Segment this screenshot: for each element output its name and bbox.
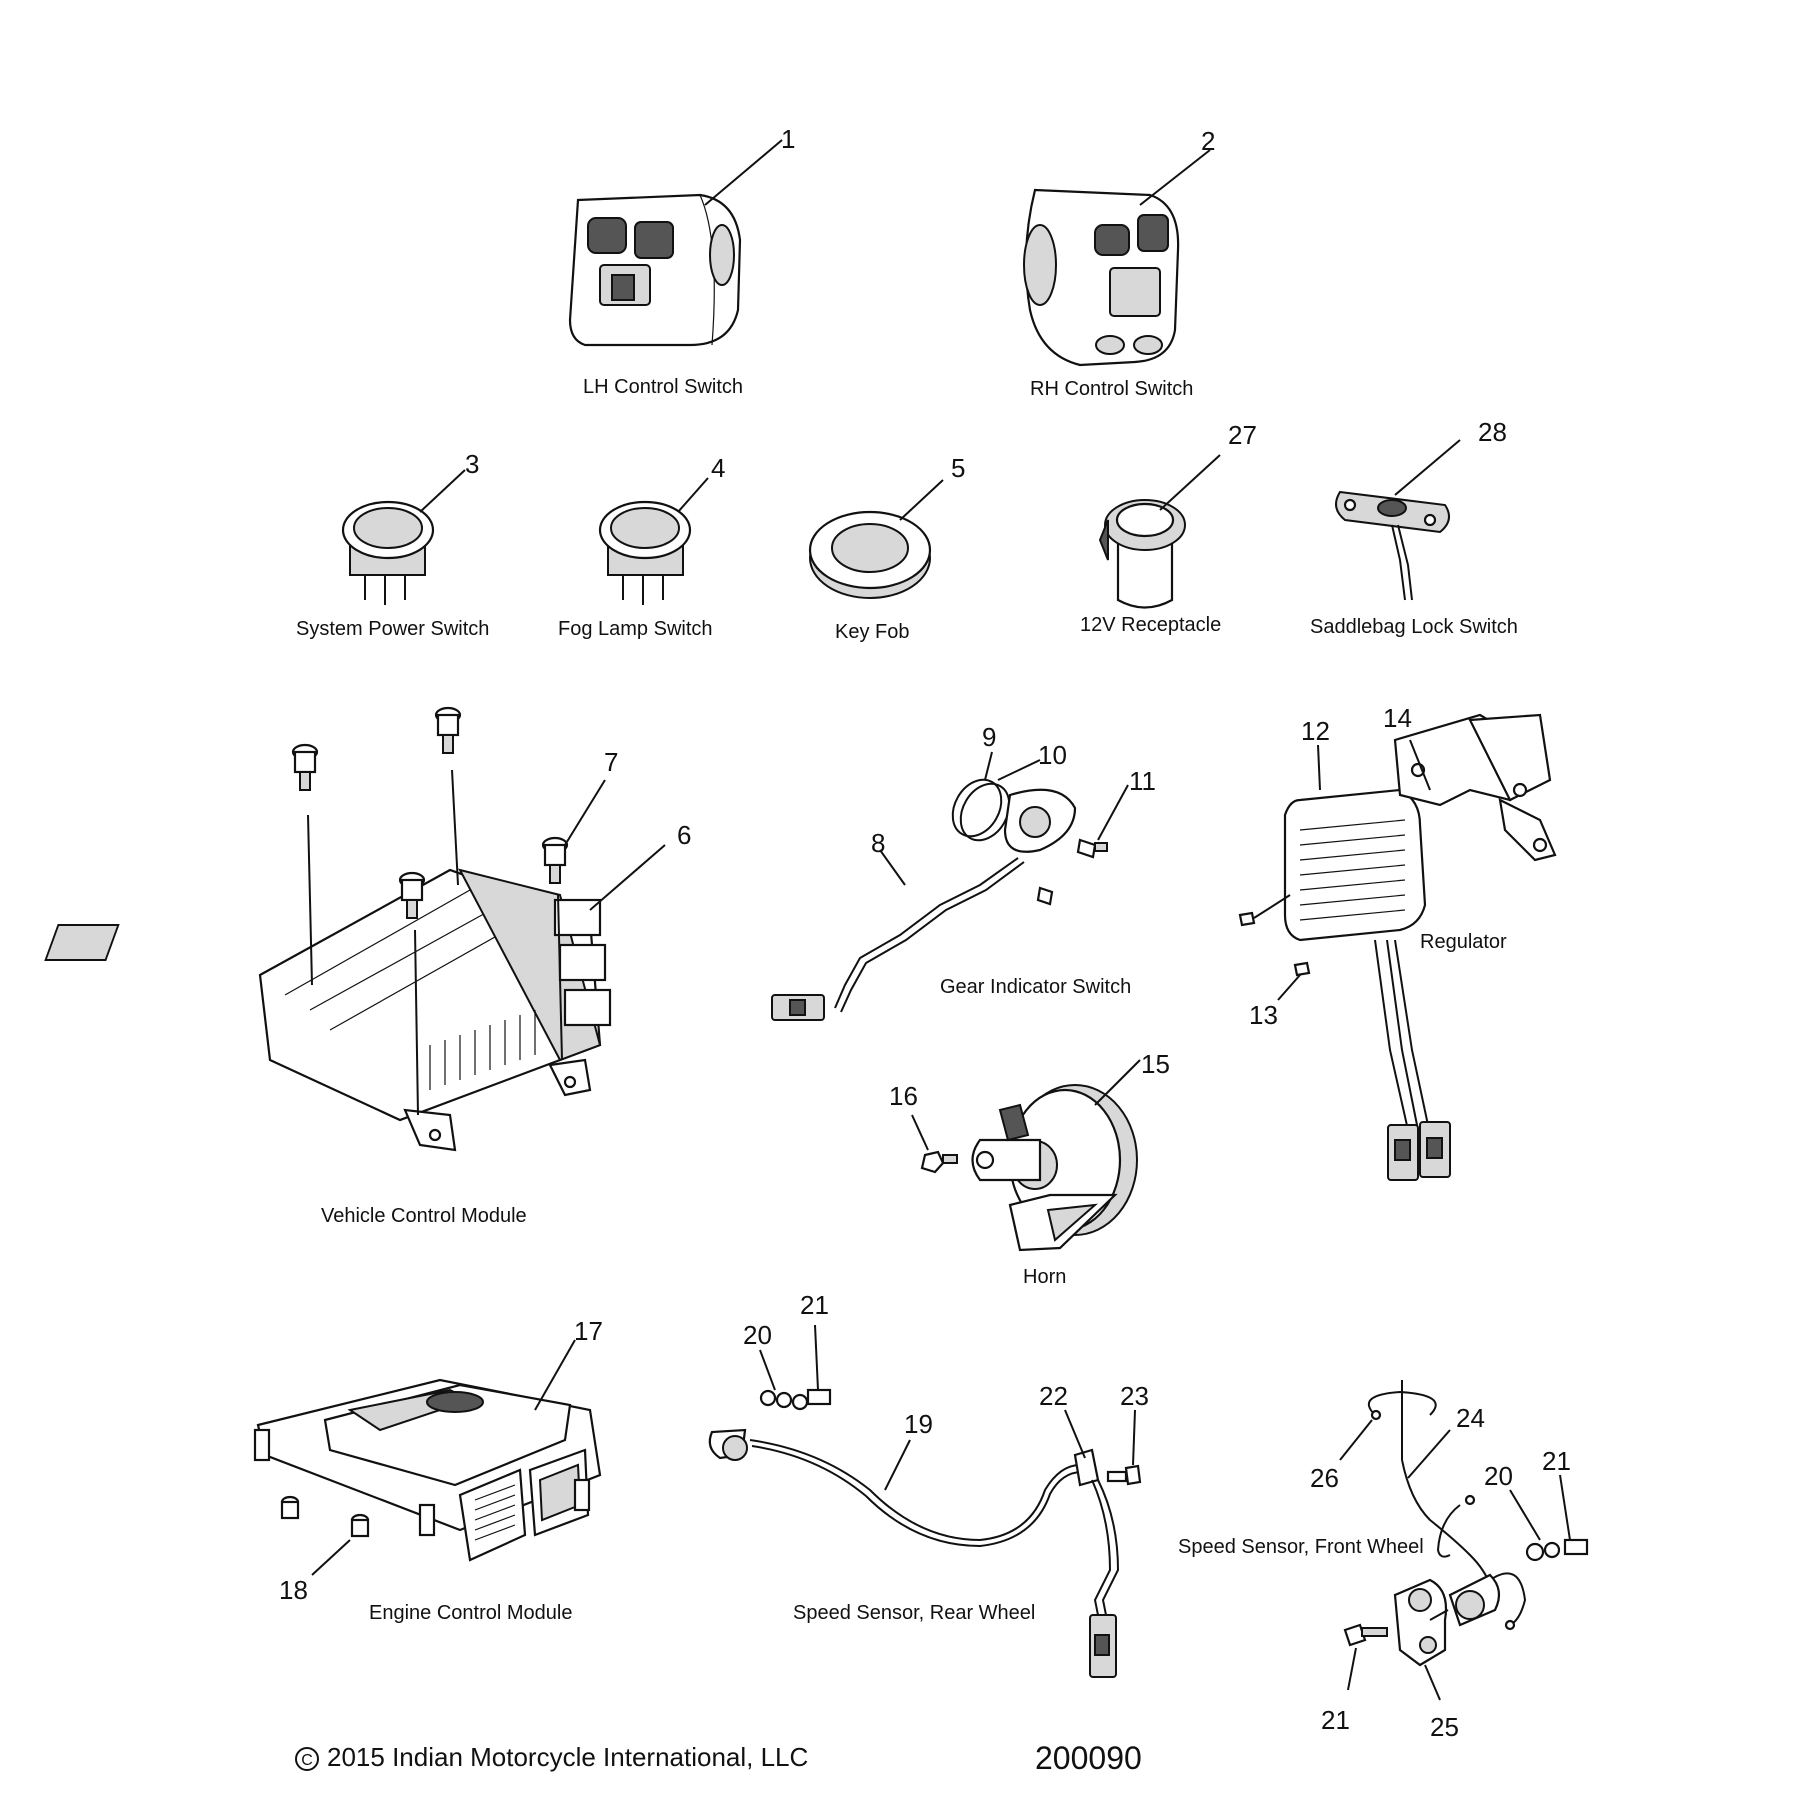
system-power-switch-drawing	[341, 469, 466, 605]
callout-8: 8	[871, 828, 886, 858]
callout-3: 3	[465, 449, 480, 479]
horn-drawing	[911, 1059, 1141, 1252]
callout-13: 13	[1249, 1000, 1278, 1030]
speed-sensor-rear-drawing	[708, 1324, 1142, 1678]
callout-7: 7	[604, 747, 619, 777]
vcm-bolt-4	[541, 836, 569, 884]
label-regulator: Regulator	[1420, 931, 1507, 953]
key-fob-drawing	[808, 479, 944, 599]
callout-20-rear: 20	[743, 1320, 772, 1350]
callout-9: 9	[982, 722, 997, 752]
callout-12: 12	[1301, 716, 1330, 746]
label-horn: Horn	[1023, 1266, 1067, 1288]
gear-indicator-switch-drawing	[771, 751, 1129, 1021]
callout-28: 28	[1478, 417, 1507, 447]
callout-21-rear: 21	[800, 1290, 829, 1320]
label-lh-control-switch: LH Control Switch	[583, 376, 744, 398]
label-engine-control-module: Engine Control Module	[369, 1602, 573, 1624]
label-12v-receptacle: 12V Receptacle	[1080, 614, 1222, 636]
callout-10: 10	[1038, 740, 1067, 770]
vcm-bolt-1	[291, 743, 319, 791]
callout-14: 14	[1383, 703, 1412, 733]
callout-25: 25	[1430, 1712, 1459, 1742]
label-vehicle-control-module: Vehicle Control Module	[321, 1205, 527, 1227]
label-system-power-switch: System Power Switch	[296, 618, 490, 640]
label-key-fob: Key Fob	[835, 621, 910, 643]
callout-2: 2	[1201, 126, 1216, 156]
callout-4: 4	[711, 453, 726, 483]
ecm-screw-1	[280, 1495, 300, 1520]
speed-sensor-front-drawing	[1339, 1380, 1589, 1701]
callout-26: 26	[1310, 1463, 1339, 1493]
callout-15: 15	[1141, 1049, 1170, 1079]
ecm-screw-2	[350, 1513, 370, 1538]
callout-27: 27	[1228, 420, 1257, 450]
label-fog-lamp-switch: Fog Lamp Switch	[558, 618, 713, 640]
callout-19: 19	[904, 1409, 933, 1439]
regulator-drawing	[1238, 713, 1557, 1181]
label-rh-control-switch: RH Control Switch	[1030, 378, 1194, 400]
vcm-bolt-2	[434, 706, 462, 754]
callout-6: 6	[677, 820, 692, 850]
vcm-bolt-3	[398, 871, 426, 919]
copyright-notice: C 2015 Indian Motorcycle International, L…	[295, 1742, 808, 1773]
receptacle-12v-drawing	[1098, 454, 1221, 609]
diagram-number: 200090	[1035, 1740, 1142, 1776]
rh-control-switch-drawing	[1023, 149, 1211, 367]
engine-control-module-drawing	[253, 1339, 602, 1576]
label-speed-sensor-rear: Speed Sensor, Rear Wheel	[793, 1602, 1036, 1624]
callout-17: 17	[574, 1316, 603, 1346]
callout-5: 5	[951, 453, 966, 483]
callout-20-front: 20	[1484, 1461, 1513, 1491]
saddlebag-lock-switch-drawing	[1335, 439, 1461, 601]
callout-18: 18	[279, 1575, 308, 1605]
label-speed-sensor-front: Speed Sensor, Front Wheel	[1178, 1536, 1424, 1558]
copyright-symbol: C	[295, 1747, 319, 1772]
label-gear-indicator-switch: Gear Indicator Switch	[940, 976, 1132, 998]
callout-23: 23	[1120, 1381, 1149, 1411]
callout-1: 1	[781, 124, 796, 154]
fog-lamp-switch-drawing	[598, 477, 709, 605]
callout-21-front-upper: 21	[1542, 1446, 1571, 1476]
lh-control-switch-drawing	[568, 139, 783, 347]
callout-11: 11	[1129, 766, 1156, 796]
callout-22: 22	[1039, 1381, 1068, 1411]
copyright-text: 2015 Indian Motorcycle International, LL…	[327, 1742, 809, 1772]
vehicle-control-module-drawing	[44, 706, 666, 1152]
callout-16: 16	[889, 1081, 918, 1111]
callout-21-front-lower: 21	[1321, 1705, 1350, 1735]
callout-24: 24	[1456, 1403, 1485, 1433]
label-saddlebag-lock-switch: Saddlebag Lock Switch	[1310, 616, 1518, 638]
